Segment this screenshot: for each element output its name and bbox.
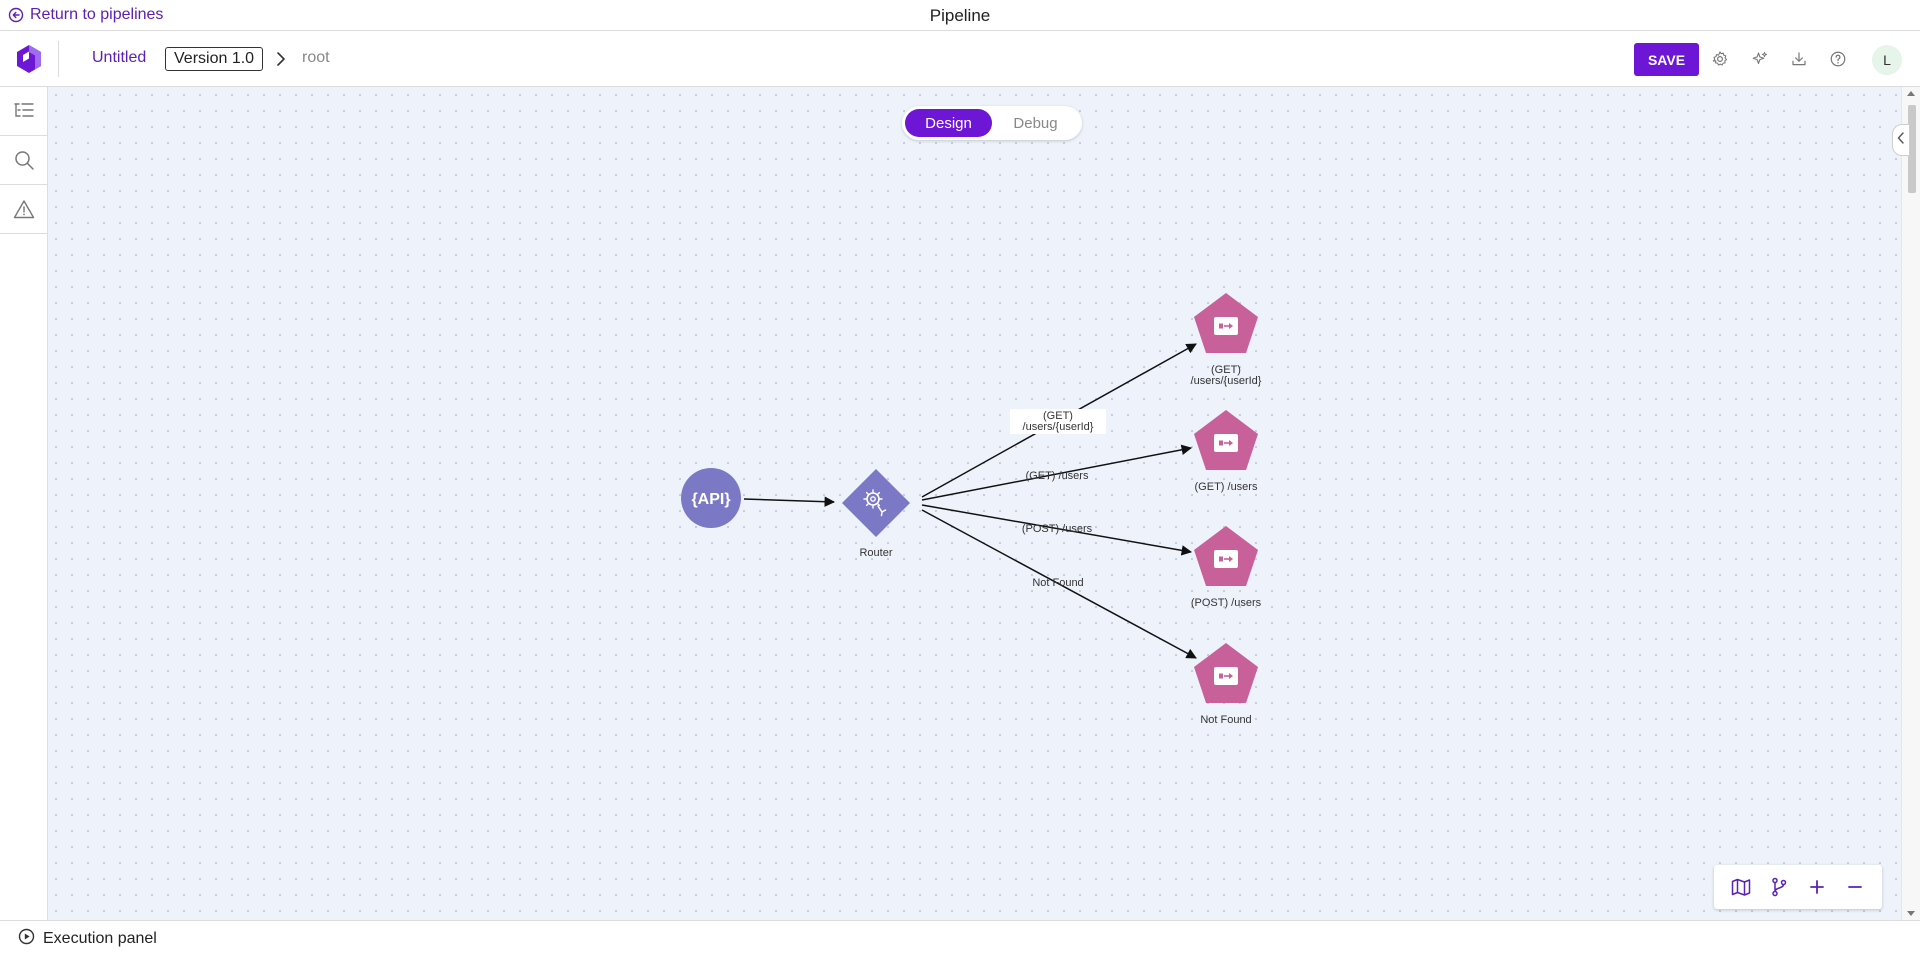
design-mode-tab[interactable]: Design bbox=[905, 109, 992, 137]
app-logo-icon bbox=[15, 44, 43, 74]
version-badge[interactable]: Version 1.0 bbox=[165, 47, 264, 71]
canvas-controls bbox=[1714, 865, 1882, 909]
api-node-glyph: {API} bbox=[691, 491, 730, 508]
execution-panel-label: Execution panel bbox=[43, 930, 157, 947]
pipeline-name[interactable]: Untitled bbox=[92, 49, 147, 66]
top-bar: Return to pipelines Pipeline bbox=[0, 0, 1920, 31]
endpoint-icon bbox=[1213, 433, 1239, 453]
map-icon[interactable] bbox=[1728, 874, 1754, 900]
execution-panel-toggle[interactable]: Execution panel bbox=[18, 928, 157, 950]
target-node-label: (GET) bbox=[1211, 364, 1241, 376]
return-link-label: Return to pipelines bbox=[30, 6, 164, 23]
router-gear-icon bbox=[863, 489, 887, 517]
user-avatar[interactable]: L bbox=[1872, 45, 1902, 75]
target-node-post-users[interactable]: (POST) /users bbox=[1191, 526, 1262, 609]
download-icon[interactable] bbox=[1788, 48, 1810, 70]
target-node-get-users[interactable]: (GET) /users bbox=[1194, 410, 1258, 493]
return-to-pipelines-link[interactable]: Return to pipelines bbox=[8, 6, 163, 24]
endpoint-icon bbox=[1213, 549, 1239, 569]
endpoint-icon bbox=[1213, 666, 1239, 686]
breadcrumb-root[interactable]: root bbox=[302, 49, 330, 66]
target-node-label: /users/{userId} bbox=[1191, 375, 1262, 387]
mode-toggle: Design Debug bbox=[902, 106, 1082, 140]
play-circle-icon bbox=[18, 928, 35, 950]
chevron-right-icon bbox=[275, 51, 287, 72]
scroll-thumb[interactable] bbox=[1908, 105, 1916, 193]
search-icon[interactable] bbox=[0, 136, 47, 185]
endpoint-icon bbox=[1213, 316, 1239, 336]
zoom-in-icon[interactable] bbox=[1804, 874, 1830, 900]
pipeline-header: Untitled Version 1.0 root SAVE L bbox=[0, 31, 1920, 87]
page-title: Pipeline bbox=[929, 6, 991, 25]
collapse-panel-button[interactable] bbox=[1892, 124, 1910, 156]
sparkle-icon[interactable] bbox=[1749, 48, 1771, 70]
header-divider bbox=[58, 41, 59, 77]
outline-icon[interactable] bbox=[0, 87, 47, 136]
chevron-left-icon bbox=[1897, 131, 1905, 149]
api-source-node[interactable]: {API} bbox=[681, 468, 741, 528]
router-node[interactable]: Router bbox=[842, 469, 910, 559]
help-icon[interactable] bbox=[1827, 48, 1849, 70]
target-node-label: (POST) /users bbox=[1191, 597, 1262, 609]
target-node-get-user[interactable]: (GET) /users/{userId} bbox=[1191, 293, 1262, 387]
zoom-out-icon[interactable] bbox=[1842, 874, 1868, 900]
settings-icon[interactable] bbox=[1709, 48, 1731, 70]
footer-bar: Execution panel bbox=[0, 920, 1920, 953]
save-button[interactable]: SAVE bbox=[1634, 43, 1699, 76]
router-node-label: Router bbox=[859, 547, 892, 559]
branch-icon[interactable] bbox=[1766, 874, 1792, 900]
canvas-scrollbar[interactable] bbox=[1901, 87, 1920, 920]
scroll-down-icon[interactable] bbox=[1907, 911, 1915, 916]
left-toolbar bbox=[0, 87, 48, 920]
target-node-label: Not Found bbox=[1200, 714, 1251, 726]
target-node-not-found[interactable]: Not Found bbox=[1194, 643, 1258, 726]
warning-icon[interactable] bbox=[0, 185, 47, 234]
debug-mode-tab[interactable]: Debug bbox=[1013, 114, 1058, 132]
target-node-label: (GET) /users bbox=[1195, 481, 1258, 493]
back-arrow-icon bbox=[8, 7, 24, 23]
scroll-up-icon[interactable] bbox=[1907, 91, 1915, 96]
pipeline-canvas[interactable] bbox=[48, 87, 1901, 920]
